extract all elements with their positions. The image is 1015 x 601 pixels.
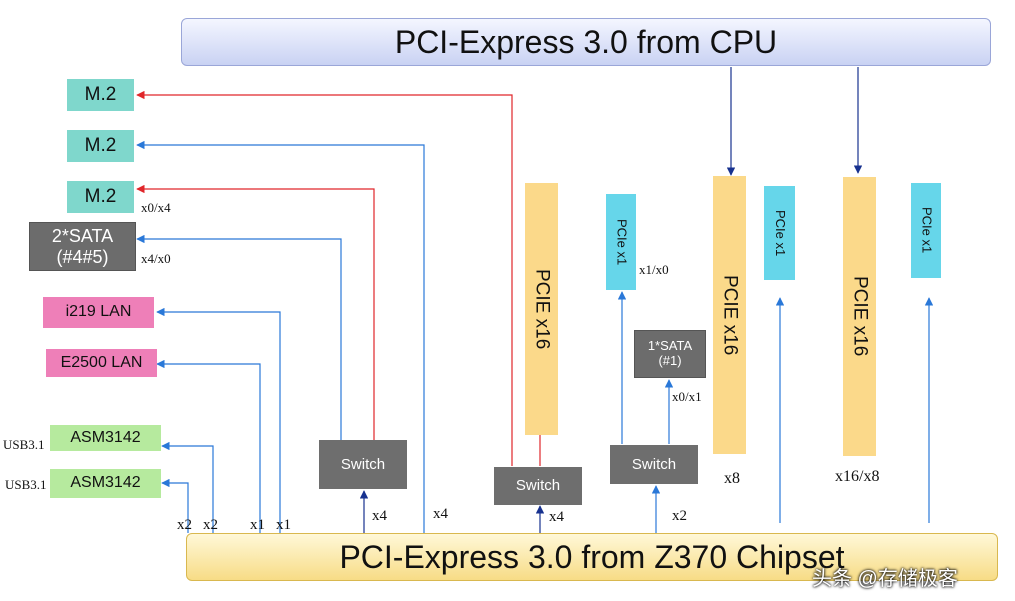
i219-lan: i219 LAN xyxy=(43,297,154,328)
pcie-x1-slot-1-label: PCIe x1 xyxy=(614,218,630,266)
m2-slot-3: M.2 xyxy=(67,181,134,213)
sata-port-1: 1*SATA (#1) xyxy=(634,330,706,378)
lane-label-switch3-x2: x2 xyxy=(672,508,687,524)
lane-label-m2-x4: x4 xyxy=(433,506,448,522)
pcie-x1-lane-mode-label: x1/x0 xyxy=(639,262,669,277)
watermark: 头条 @存储极客 xyxy=(812,568,958,590)
sata-ports-4-5: 2*SATA (#4#5) xyxy=(29,222,136,271)
line-chipset-to-i219 xyxy=(156,307,281,533)
sata1-lane-mode-label: x0/x1 xyxy=(672,389,702,404)
pcie-x16-slot-cpu-1-label: PCIE x16 xyxy=(719,274,741,356)
pcie-x1-slot-2: PCIe x1 xyxy=(764,186,795,280)
asm3142-controller-1: ASM3142 xyxy=(50,425,161,451)
lane-label-x2-b: x2 xyxy=(203,517,218,533)
m2-slot-2: M.2 xyxy=(67,130,134,162)
pcie-x16-slot-cpu-2-label: PCIE x16 xyxy=(849,276,871,357)
cpu-pcie-bus: PCI-Express 3.0 from CPU xyxy=(181,18,991,66)
lane-label-switch1-x4: x4 xyxy=(372,508,387,524)
asm3142-controller-2: ASM3142 xyxy=(50,469,161,498)
lane-label-x2-a: x2 xyxy=(177,517,192,533)
m2-slot-1: M.2 xyxy=(67,79,134,111)
usb31-label-1: USB3.1 xyxy=(3,437,45,452)
pcie-x16-slot-chipset: PCIE x16 xyxy=(525,183,558,435)
line-switch1-to-m2-c xyxy=(136,184,375,440)
line-chipset-to-asm-a xyxy=(161,441,214,533)
sata-ports-4-5-line2: (#4#5) xyxy=(56,246,109,267)
sata-port-1-line2: (#1) xyxy=(658,353,682,368)
chipset-pcie-bus: PCI-Express 3.0 from Z370 Chipset xyxy=(186,533,998,581)
line-chipset-to-m2-a xyxy=(136,90,513,466)
pcie-x1-slot-2-label: PCIe x1 xyxy=(772,209,788,257)
pcie-x16-slot-cpu-1: PCIE x16 xyxy=(713,176,746,454)
m2-lane-mode-label: x0/x4 xyxy=(141,200,171,215)
line-chipset-to-asm-b xyxy=(161,478,189,533)
pcie-x16-slot-chipset-label: PCIE x16 xyxy=(531,268,553,350)
sata-lane-mode-label: x4/x0 xyxy=(141,251,171,266)
lane-label-x1-a: x1 xyxy=(250,517,265,533)
cpu-slot-2-lanes-label: x16/x8 xyxy=(835,468,880,485)
usb31-label-2: USB3.1 xyxy=(5,477,47,492)
e2500-lan: E2500 LAN xyxy=(46,349,157,377)
switch-3: Switch xyxy=(610,445,698,484)
switch-2: Switch xyxy=(494,467,582,505)
pcie-x16-slot-cpu-2: PCIE x16 xyxy=(843,177,876,456)
pcie-x1-slot-1: PCIe x1 xyxy=(606,194,636,290)
line-chipset-to-m2-b xyxy=(136,140,425,533)
sata-ports-4-5-line1: 2*SATA xyxy=(51,225,114,246)
lane-label-x1-b: x1 xyxy=(276,517,291,533)
pcie-x1-slot-3-label: PCIe x1 xyxy=(919,207,935,254)
cpu-slot-1-lanes-label: x8 xyxy=(724,470,740,487)
lane-label-switch2-x4: x4 xyxy=(549,509,564,525)
line-switch1-to-sata xyxy=(136,234,342,440)
line-chipset-to-e2500 xyxy=(156,359,261,533)
switch-1: Switch xyxy=(319,440,407,489)
sata-port-1-line1: 1*SATA xyxy=(647,338,693,354)
pcie-x1-slot-3: PCIe x1 xyxy=(911,183,941,278)
